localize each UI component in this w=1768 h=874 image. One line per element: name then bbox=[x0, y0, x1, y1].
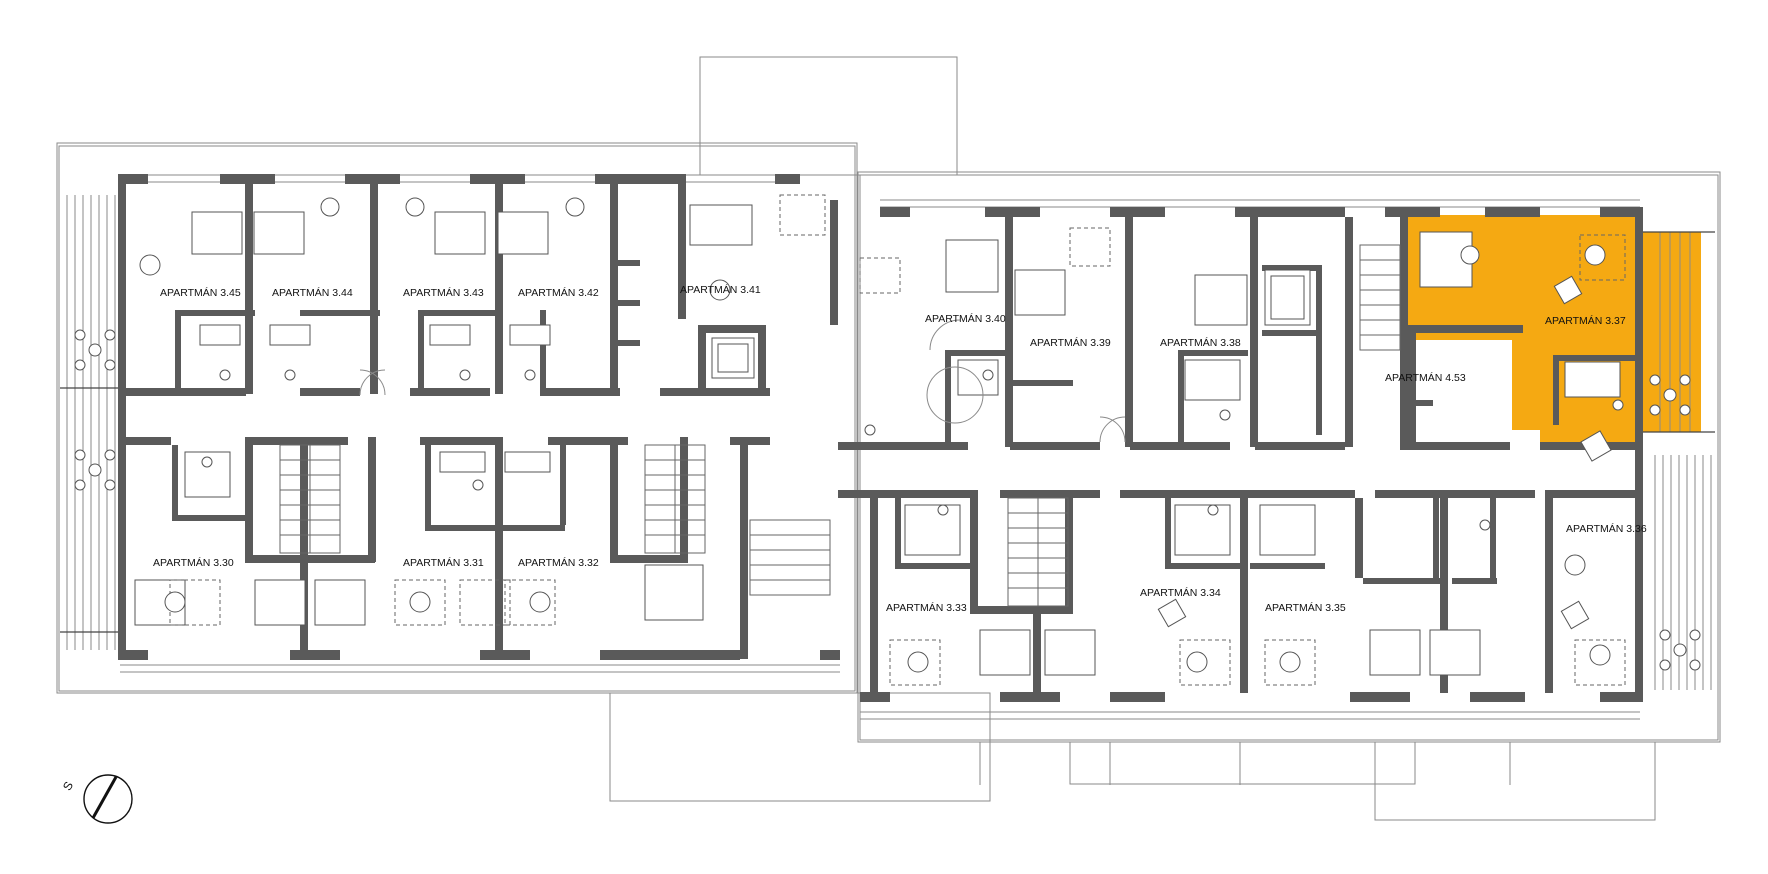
label-apartment-3-35: APARTMÁN 3.35 bbox=[1265, 601, 1346, 614]
furniture bbox=[74, 194, 1701, 686]
label-apartment-4-53: APARTMÁN 4.53 bbox=[1385, 371, 1466, 384]
label-apartment-3-42: APARTMÁN 3.42 bbox=[518, 286, 599, 299]
label-apartment-3-37: APARTMÁN 3.37 bbox=[1545, 314, 1626, 327]
stairs bbox=[279, 244, 1401, 607]
label-apartment-3-36: APARTMÁN 3.36 bbox=[1566, 522, 1647, 535]
label-apartment-3-43: APARTMÁN 3.43 bbox=[403, 286, 484, 299]
compass-letter: S bbox=[60, 779, 76, 793]
label-apartment-3-31: APARTMÁN 3.31 bbox=[403, 556, 484, 569]
label-apartment-3-34: APARTMÁN 3.34 bbox=[1140, 586, 1221, 599]
label-apartment-3-39: APARTMÁN 3.39 bbox=[1030, 336, 1111, 349]
label-apartment-3-40: APARTMÁN 3.40 bbox=[925, 312, 1006, 325]
label-apartment-3-30: APARTMÁN 3.30 bbox=[153, 556, 234, 569]
label-apartment-3-38: APARTMÁN 3.38 bbox=[1160, 336, 1241, 349]
label-apartment-3-44: APARTMÁN 3.44 bbox=[272, 286, 353, 299]
deck-left bbox=[60, 195, 120, 650]
label-apartment-3-41: APARTMÁN 3.41 bbox=[680, 283, 761, 296]
north-arrow-icon: S bbox=[60, 774, 133, 824]
highlight-balcony bbox=[1643, 232, 1701, 432]
apartment-labels: APARTMÁN 3.45 APARTMÁN 3.44 APARTMÁN 3.4… bbox=[153, 283, 1647, 614]
walls bbox=[118, 174, 1643, 702]
label-apartment-3-33: APARTMÁN 3.33 bbox=[886, 601, 967, 614]
label-apartment-3-45: APARTMÁN 3.45 bbox=[160, 286, 241, 299]
label-apartment-3-32: APARTMÁN 3.32 bbox=[518, 556, 599, 569]
